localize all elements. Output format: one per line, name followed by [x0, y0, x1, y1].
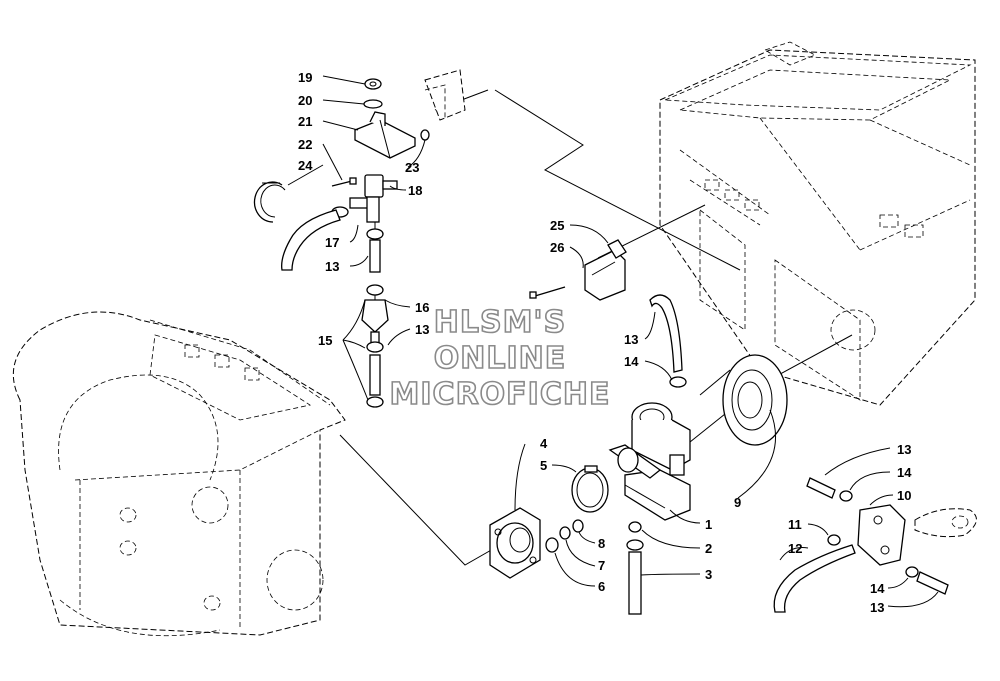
- callout-5: 5: [540, 458, 547, 473]
- callout-labels: 19 20 21 22 24 23 18 17 13 16 13 15 25 2…: [298, 70, 912, 615]
- intake-flange-4: [489, 507, 541, 579]
- callout-13-pump-bottom: 13: [870, 600, 884, 615]
- fitting-2: [628, 521, 642, 533]
- watermark-line-3: MICROFICHE: [390, 377, 611, 412]
- fuel-pump-assembly: [773, 477, 977, 613]
- callout-14-carb: 14: [624, 354, 639, 369]
- leader-lines: [287, 75, 939, 608]
- intake-boot-9: [699, 354, 788, 446]
- watermark-line-1: HLSM'S: [434, 305, 566, 340]
- callout-13-filter: 13: [415, 322, 429, 337]
- drain-hose-3: [628, 551, 642, 615]
- watermark: HLSM'S ONLINE MICROFICHE: [389, 304, 611, 413]
- hose-13-pump-upper: [806, 477, 836, 499]
- watermark-line-2: ONLINE: [434, 341, 567, 376]
- screw-22: [331, 177, 357, 187]
- callout-1: 1: [705, 517, 712, 532]
- fuel-hose-13-upper: [281, 209, 341, 271]
- callout-4: 4: [540, 436, 548, 451]
- callout-18: 18: [408, 183, 422, 198]
- engine-ghost: [12, 311, 346, 637]
- clamp-14-pump-lower: [905, 566, 919, 578]
- callout-13-upper: 13: [325, 259, 339, 274]
- hose-13-pump-lower: [916, 571, 949, 595]
- callout-25: 25: [550, 218, 564, 233]
- callout-6: 6: [598, 579, 605, 594]
- vent-hose-13: [649, 294, 683, 373]
- callout-20: 20: [298, 93, 312, 108]
- carburetor-1: [608, 402, 691, 521]
- clamp-5: [571, 465, 609, 513]
- callout-2: 2: [705, 541, 712, 556]
- washer-6: [545, 537, 559, 553]
- callout-19: 19: [298, 70, 312, 85]
- callout-21: 21: [298, 114, 312, 129]
- washer-7: [559, 526, 571, 540]
- bracket-25-26: [529, 239, 627, 301]
- callout-23: 23: [405, 160, 419, 175]
- fitting-23: [420, 129, 430, 141]
- carburetor-assembly: [489, 294, 788, 615]
- callout-3: 3: [705, 567, 712, 582]
- fitting-11: [827, 534, 841, 546]
- clamp-ring-24: [253, 181, 286, 223]
- clamp-14-pump-upper: [839, 490, 853, 502]
- nut-8: [572, 519, 584, 533]
- callout-13-carb: 13: [624, 332, 638, 347]
- callout-24: 24: [298, 158, 313, 173]
- fuel-valve-assembly: [253, 69, 466, 408]
- fuel-hose-13-lower: [369, 354, 381, 396]
- callout-17: 17: [325, 235, 339, 250]
- callout-12: 12: [788, 541, 802, 556]
- nut-19: [364, 78, 382, 90]
- clamp-14-carb: [669, 376, 687, 388]
- callout-13-pump-top: 13: [897, 442, 911, 457]
- callout-9: 9: [734, 495, 741, 510]
- fuel-pump-10: [857, 504, 977, 566]
- callout-11: 11: [788, 517, 802, 532]
- callout-10: 10: [897, 488, 911, 503]
- callout-8: 8: [598, 536, 605, 551]
- washer-20: [363, 99, 383, 109]
- callout-22: 22: [298, 137, 312, 152]
- impulse-hose-12: [773, 544, 856, 613]
- callout-16: 16: [415, 300, 429, 315]
- callout-14-pump-top: 14: [897, 465, 912, 480]
- callout-15: 15: [318, 333, 332, 348]
- callout-7: 7: [598, 558, 605, 573]
- callout-14-pump-bottom: 14: [870, 581, 885, 596]
- fuel-filter-16: [361, 284, 389, 345]
- fuel-hose-13-short: [369, 239, 381, 273]
- air-box-ghost: [659, 41, 976, 406]
- valve-bracket-21: [354, 111, 416, 159]
- callout-26: 26: [550, 240, 564, 255]
- fuel-valve-18: [349, 174, 398, 223]
